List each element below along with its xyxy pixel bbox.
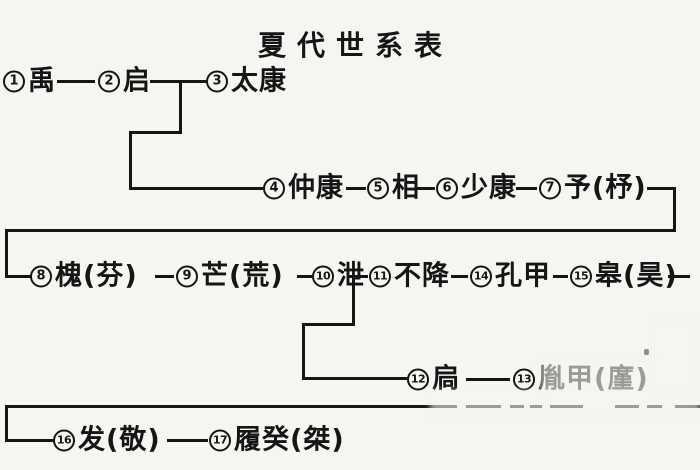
rank-number-circle: 12 xyxy=(407,368,429,390)
rank-number-circle: 11 xyxy=(369,265,391,287)
person-name: 泄 xyxy=(337,260,365,292)
connector-line xyxy=(466,378,510,381)
connector-line xyxy=(302,323,305,380)
rank-number-circle: 5 xyxy=(367,177,389,199)
connector-line xyxy=(129,131,132,190)
rank-number-circle: 6 xyxy=(436,177,458,199)
connector-line xyxy=(297,275,312,278)
person-name: 仲康 xyxy=(288,172,344,204)
rank-number-circle: 16 xyxy=(53,429,75,451)
connector-line xyxy=(5,405,8,442)
rank-number-circle: 10 xyxy=(312,265,334,287)
person-name: 发(敬) xyxy=(78,424,161,456)
rank-number-circle: 1 xyxy=(3,70,25,92)
connector-line xyxy=(150,80,206,83)
connector-line xyxy=(675,405,700,408)
person-name: 皋(昊) xyxy=(595,260,678,292)
connector-line xyxy=(668,275,690,278)
connector-line xyxy=(647,187,676,190)
rank-number-circle: 8 xyxy=(30,265,52,287)
diagram-title: 夏代世系表 xyxy=(257,29,453,62)
person-name: 槐(芬) xyxy=(55,260,138,292)
connector-line xyxy=(129,131,182,134)
connector-line xyxy=(451,275,468,278)
connector-line xyxy=(302,323,355,326)
connector-line xyxy=(155,275,174,278)
rank-number-circle: 14 xyxy=(470,265,492,287)
person-name: 太康 xyxy=(231,65,287,97)
watermark-smudge xyxy=(655,320,695,395)
ink-speck xyxy=(644,349,649,355)
rank-number-circle: 13 xyxy=(513,368,535,390)
connector-line xyxy=(5,275,31,278)
connector-line xyxy=(347,275,368,278)
connector-line xyxy=(416,187,435,190)
rank-number-circle: 7 xyxy=(539,177,561,199)
rank-number-circle: 15 xyxy=(570,265,592,287)
connector-line xyxy=(510,405,524,408)
person-name: 相 xyxy=(392,172,420,204)
connector-line xyxy=(673,187,676,232)
connector-line xyxy=(346,187,366,190)
person-name: 扃 xyxy=(432,363,460,395)
rank-number-circle: 9 xyxy=(176,265,198,287)
connector-line xyxy=(516,187,537,190)
connector-line xyxy=(5,229,8,278)
connector-line xyxy=(302,377,408,380)
rank-number-circle: 3 xyxy=(206,70,228,92)
connector-line xyxy=(5,405,457,408)
person-name: 胤甲(廑) xyxy=(538,363,649,395)
connector-line xyxy=(129,187,264,190)
connector-line xyxy=(553,275,568,278)
connector-line xyxy=(179,80,182,134)
connector-line xyxy=(647,405,662,408)
person-name: 予(杼) xyxy=(564,172,647,204)
person-name: 孔甲 xyxy=(495,260,551,292)
rank-number-circle: 4 xyxy=(263,177,285,199)
connector-line xyxy=(530,405,542,408)
connector-line xyxy=(57,80,95,83)
connector-line xyxy=(5,229,676,232)
person-name: 少康 xyxy=(461,172,517,204)
rank-number-circle: 17 xyxy=(209,429,231,451)
person-name: 不降 xyxy=(394,260,450,292)
connector-line xyxy=(615,405,639,408)
connector-line xyxy=(466,405,501,408)
connector-line xyxy=(5,439,53,442)
person-name: 启 xyxy=(123,65,151,97)
connector-line xyxy=(352,277,355,326)
connector-line xyxy=(550,405,583,408)
person-name: 履癸(桀) xyxy=(234,424,345,456)
person-name: 禹 xyxy=(28,65,56,97)
person-name: 芒(荒) xyxy=(201,260,284,292)
connector-line xyxy=(167,439,208,442)
rank-number-circle: 2 xyxy=(98,70,120,92)
